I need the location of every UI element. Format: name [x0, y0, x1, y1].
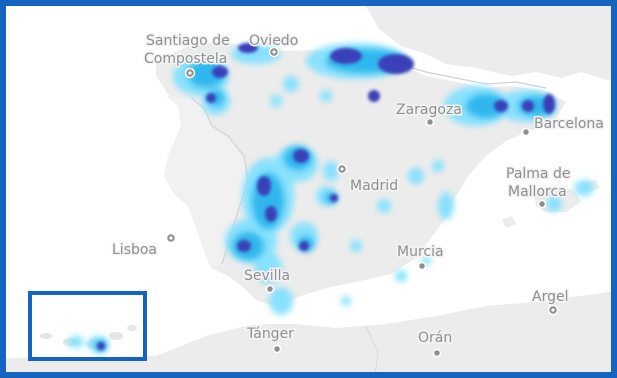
pyrenees-border	[397, 63, 547, 89]
city-dot-zaragoza	[425, 117, 435, 127]
city-label-murcia: Murcia	[397, 244, 444, 260]
city-label-oviedo: Oviedo	[249, 33, 298, 49]
city-dot-murcia	[417, 261, 427, 271]
city-label-zaragoza: Zaragoza	[396, 102, 462, 118]
city-dot-barcelona	[521, 127, 531, 137]
city-label-santiago-1: Santiago de	[146, 33, 230, 49]
canary-islands-inset-box[interactable]	[28, 291, 147, 361]
city-label-barcelona: Barcelona	[534, 116, 604, 132]
city-label-argel: Argel	[532, 289, 568, 305]
city-label-madrid: Madrid	[350, 178, 398, 194]
city-label-tanger: Tánger	[246, 326, 294, 342]
ibiza-island	[502, 216, 516, 228]
morocco-algeria-border	[365, 325, 379, 372]
city-dot-oran	[432, 348, 442, 358]
city-label-santiago-2: Compostela	[144, 51, 227, 67]
portugal-region	[164, 96, 248, 268]
city-dot-palma	[537, 199, 547, 209]
france-landmass	[366, 6, 611, 80]
heat-layer-high	[97, 43, 555, 350]
city-label-sevilla: Sevilla	[244, 268, 290, 284]
city-markers	[165, 46, 559, 358]
city-label-lisboa: Lisboa	[112, 242, 157, 258]
city-label-palma-1: Palma de	[506, 166, 570, 182]
city-label-oran: Orán	[418, 330, 452, 346]
city-labels: Santiago de Compostela Oviedo Zaragoza B…	[111, 32, 606, 348]
city-dot-tanger	[272, 344, 282, 354]
city-dot-sevilla	[265, 284, 275, 294]
city-label-palma-2: Mallorca	[508, 184, 567, 200]
heatmap-map[interactable]: Santiago de Compostela Oviedo Zaragoza B…	[6, 6, 617, 378]
north-africa-landmass	[6, 291, 611, 372]
